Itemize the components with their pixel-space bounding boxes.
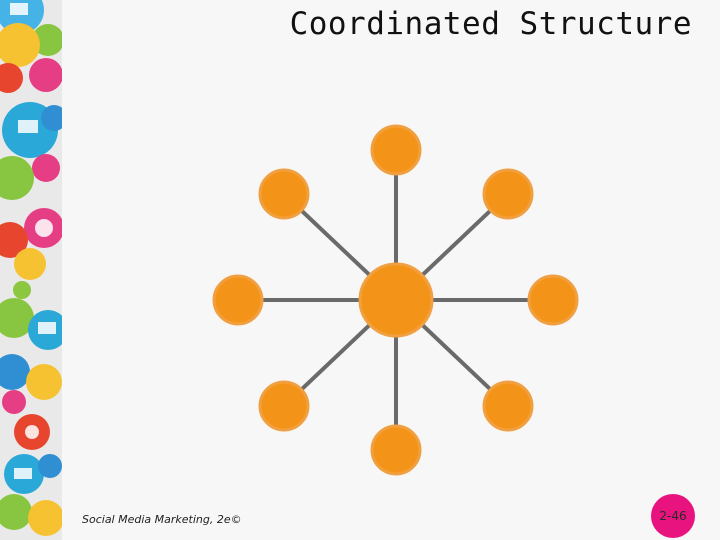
slide-title: Coordinated Structure (289, 6, 692, 42)
people-icon (0, 156, 34, 200)
page-number-badge: 2-46 (651, 494, 695, 538)
social-icons-collage (0, 0, 62, 536)
people-icon (26, 364, 62, 400)
slide-footer: Social Media Marketing, 2e© (82, 513, 242, 526)
node-bottom (370, 424, 422, 476)
wifi-icon (0, 354, 30, 390)
node-bottom-left (258, 380, 310, 432)
node-bottom-right (482, 380, 534, 432)
music-icon (29, 58, 62, 92)
music-icon (41, 105, 62, 131)
node-top-left (258, 168, 310, 220)
people-icon (0, 298, 34, 338)
decorative-sidebar (0, 0, 62, 540)
node-top-right (482, 168, 534, 220)
node-center (358, 262, 434, 338)
node-top (370, 124, 422, 176)
people-icon (28, 500, 62, 536)
node-left (212, 274, 264, 326)
page-number: 2-46 (659, 509, 687, 523)
node-right (527, 274, 579, 326)
network-icon (0, 494, 32, 530)
wifi-icon (38, 454, 62, 478)
network-icon (32, 154, 60, 182)
people-icon (0, 23, 40, 67)
